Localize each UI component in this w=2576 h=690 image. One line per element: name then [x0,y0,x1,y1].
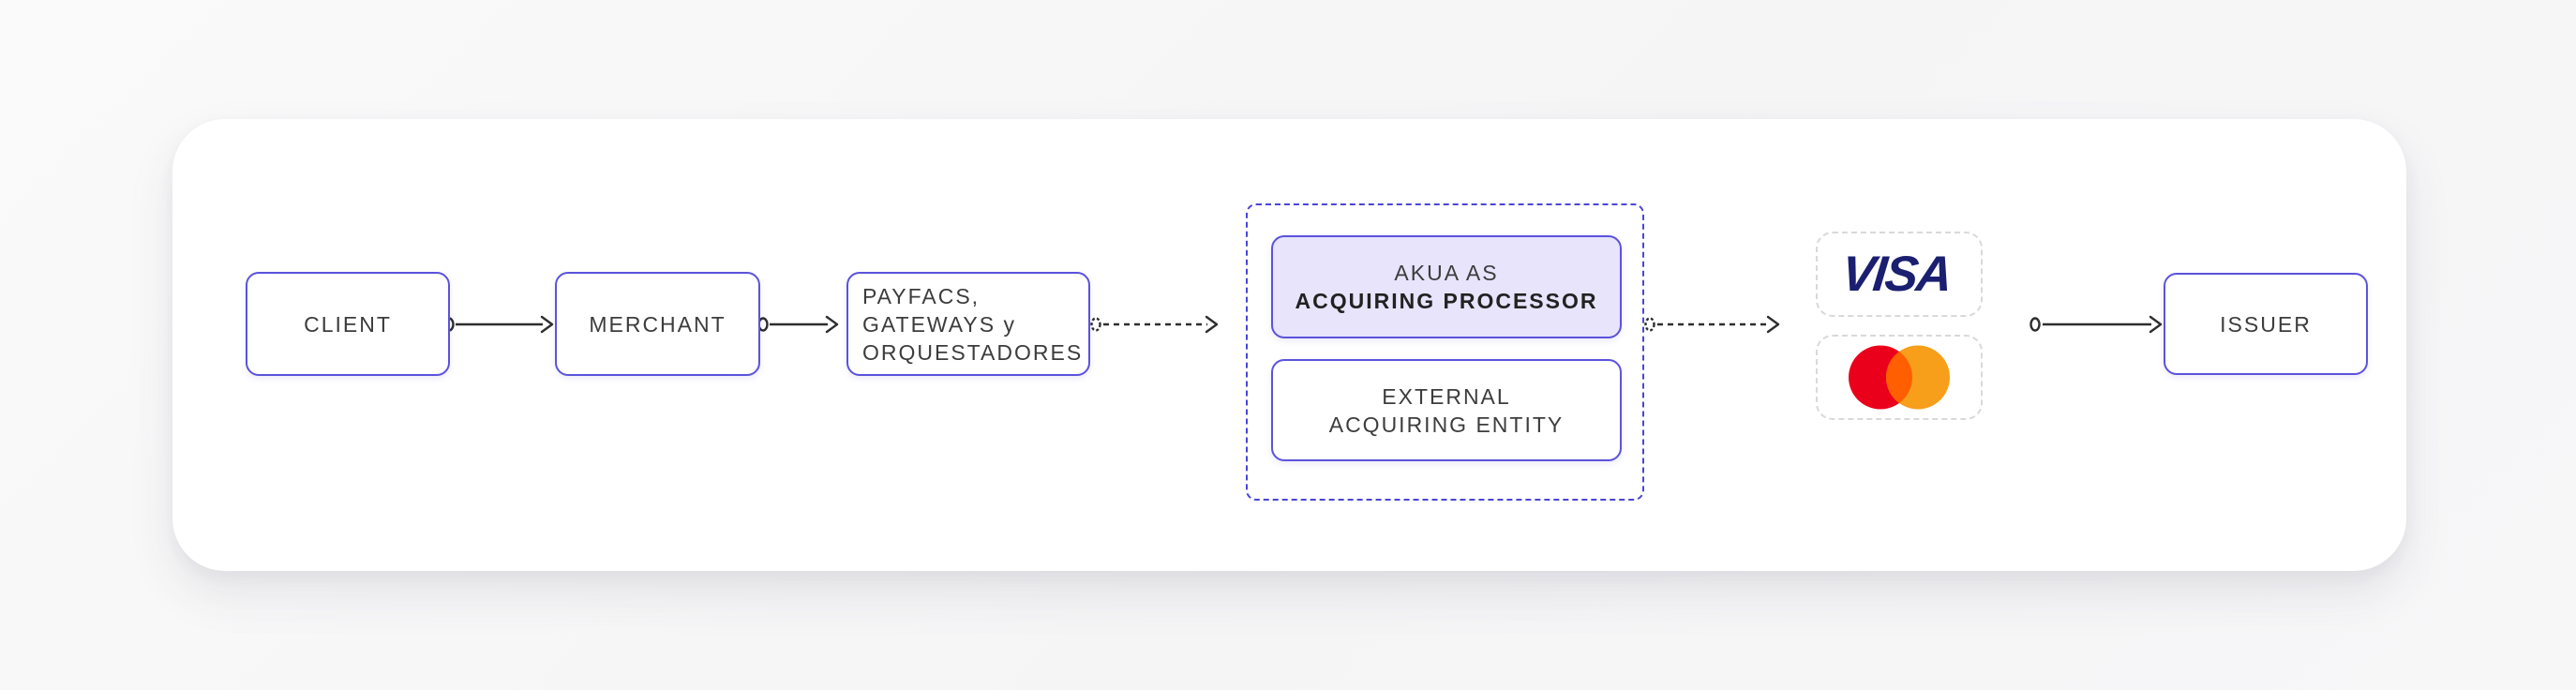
akua-label: AKUA AS ACQUIRING PROCESSOR [1295,261,1598,313]
mastercard-network-card [1816,335,1983,420]
acquiring-group-container [1246,203,1644,501]
issuer-node: ISSUER [2164,273,2368,375]
payfacs-label: PAYFACS, GATEWAYS y ORQUESTADORES [862,283,1084,365]
issuer-label: ISSUER [2220,311,2312,337]
client-label: CLIENT [304,311,392,337]
payfacs-node: PAYFACS, GATEWAYS y ORQUESTADORES [846,272,1090,376]
external-label: EXTERNAL ACQUIRING ENTITY [1328,383,1565,437]
akua-acquiring-processor-node: AKUA AS ACQUIRING PROCESSOR [1271,235,1622,338]
visa-logo-icon: VISA [1839,247,1954,302]
client-node: CLIENT [246,272,450,376]
merchant-label: MERCHANT [589,311,726,337]
visa-network-card: VISA [1816,232,1983,317]
mastercard-logo-icon [1849,345,1950,410]
merchant-node: MERCHANT [555,272,760,376]
external-acquiring-entity-node: EXTERNAL ACQUIRING ENTITY [1271,359,1622,461]
diagram-card [172,119,2406,571]
